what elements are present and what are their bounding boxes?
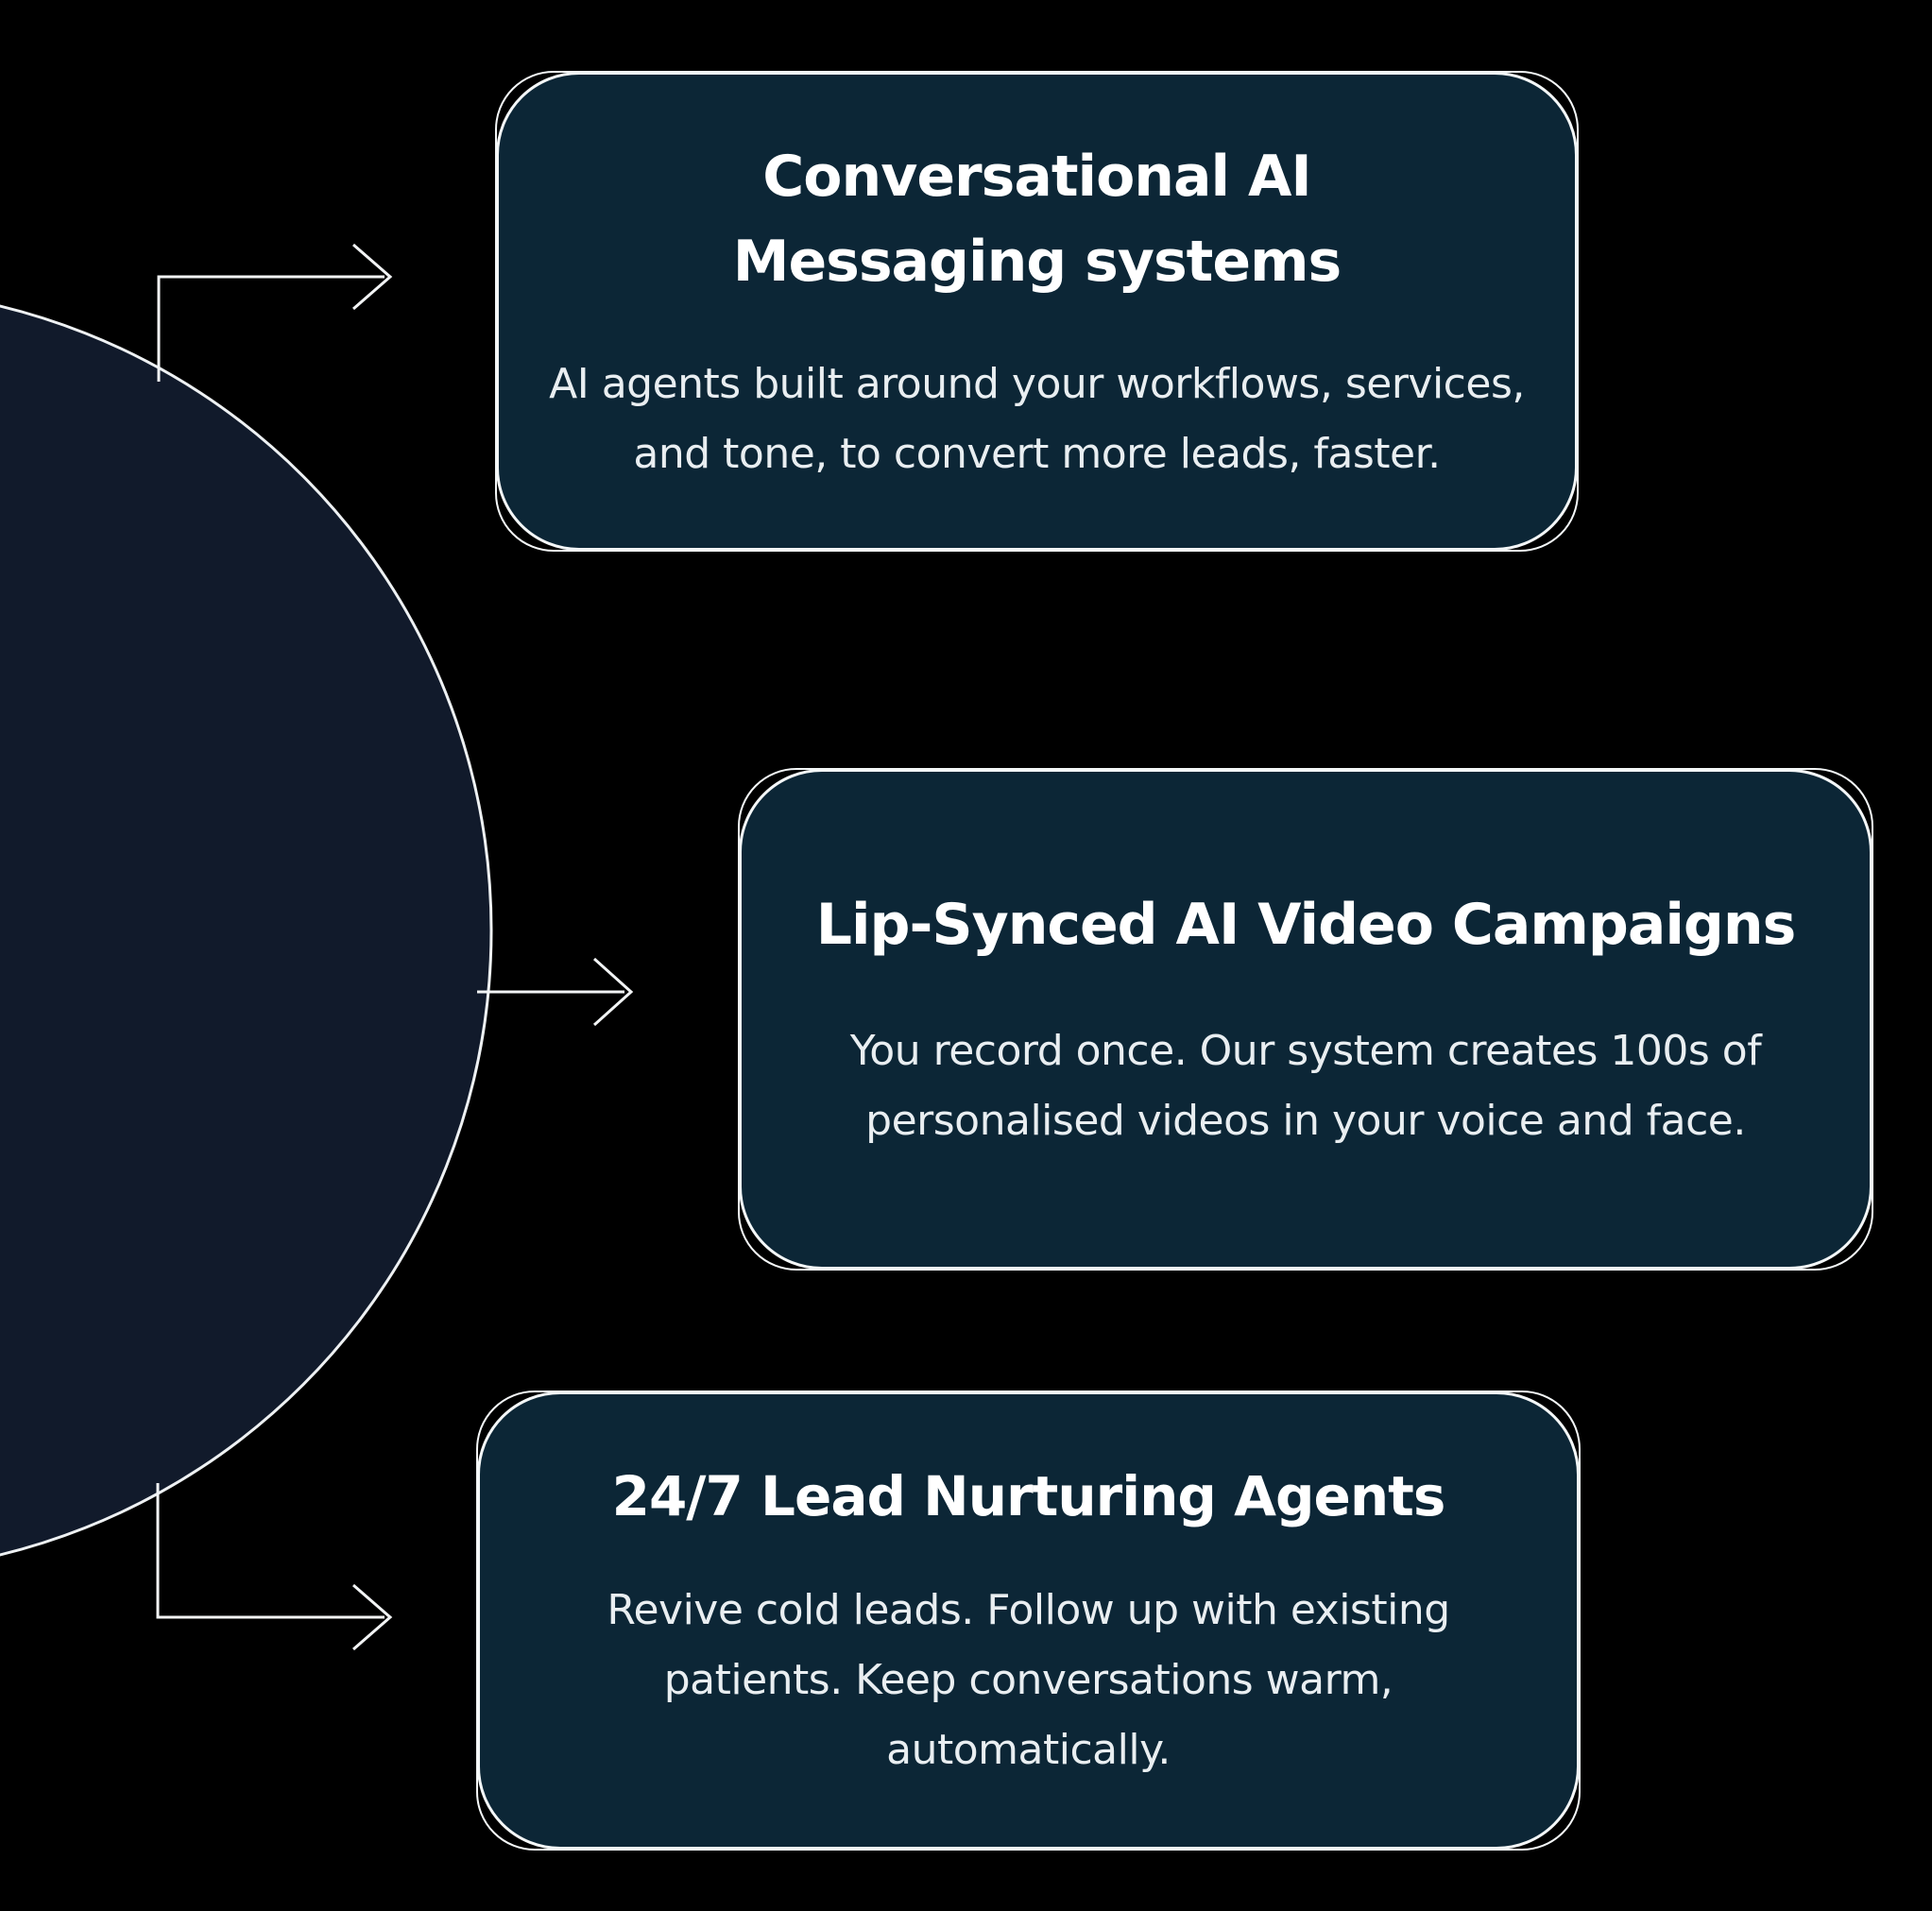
body-line: patients. Keep conversations warm, [663,1656,1393,1704]
card-description: You record once. Our system creates 100s… [849,1016,1762,1156]
card-lead-nurturing-agents: 24/7 Lead Nurturing Agents Revive cold l… [476,1391,1581,1851]
card-description: AI agents built around your workflows, s… [549,350,1525,489]
card-title: 24/7 Lead Nurturing Agents [611,1456,1446,1538]
card-lip-synced-ai-video-campaigns: Lip-Synced AI Video Campaigns You record… [738,768,1873,1271]
card-title: Lip-Synced AI Video Campaigns [815,882,1797,967]
body-line: AI agents built around your workflows, s… [549,359,1525,408]
arrowhead-icon [592,957,634,1027]
arrowhead-icon [352,1583,393,1651]
body-line: and tone, to convert more leads, faster. [633,429,1441,478]
connector-arrow-top [157,243,393,382]
connector-arrow-bottom [156,1483,393,1651]
title-line: 24/7 Lead Nurturing Agents [611,1464,1446,1528]
hub-circle [0,304,493,1557]
card-title: Conversational AI Messaging systems [733,134,1342,304]
title-line: Conversational AI [762,143,1311,210]
title-line: Messaging systems [732,228,1342,295]
card-description: Revive cold leads. Follow up with existi… [607,1576,1450,1785]
title-line: Lip-Synced AI Video Campaigns [815,892,1797,958]
body-line: Revive cold leads. Follow up with existi… [607,1586,1450,1634]
arrowhead-icon [352,243,393,311]
body-line: automatically. [886,1726,1171,1774]
connector-arrow-middle [477,957,634,1027]
body-line: personalised videos in your voice and fa… [865,1097,1746,1145]
body-line: You record once. Our system creates 100s… [849,1027,1762,1075]
card-conversational-ai-messaging: Conversational AI Messaging systems AI a… [495,71,1579,552]
